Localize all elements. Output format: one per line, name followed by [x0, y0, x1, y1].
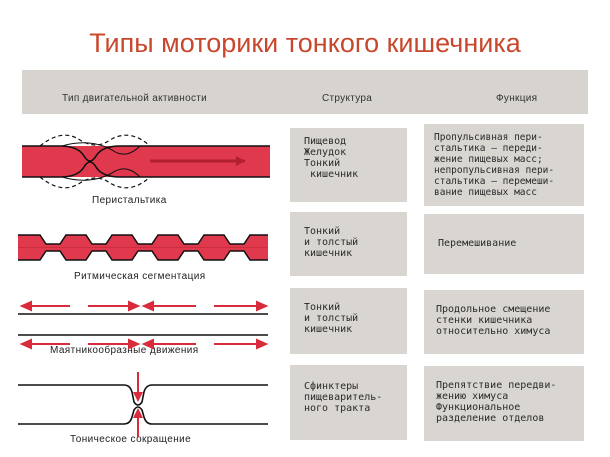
function-box-pendular: Продольное смещение стенки кишечника отн… [424, 290, 584, 354]
structure-box-peristalsis: Пищевод Желудок Тонкий кишечник [290, 128, 407, 202]
function-box-segmentation: Перемешивание [424, 214, 584, 274]
page-title: Типы моторики тонкого кишечника [89, 28, 521, 58]
table-header-band [22, 70, 588, 114]
structure-box-pendular: Тонкий и толстый кишечник [290, 288, 407, 354]
pendular-diagram [18, 300, 269, 350]
label-segmentation: Ритмическая сегментация [74, 271, 206, 282]
function-box-peristalsis: Пропульсивная пери- стальтика — переди- … [424, 124, 584, 206]
header-structure: Структура [322, 93, 373, 104]
structure-box-tonic: Сфинктеры пищеваритель- ного тракта [290, 365, 407, 440]
peristalsis-diagram [22, 134, 270, 189]
label-peristalsis: Перистальтика [92, 195, 167, 206]
function-box-tonic: Препятствие передви- жению химуса Функци… [424, 366, 584, 441]
header-type: Тип двигательной активности [62, 93, 208, 104]
label-tonic: Тоническое сокращение [70, 434, 192, 445]
tonic-diagram [18, 372, 268, 437]
label-pendular: Маятникообразные движения [50, 345, 199, 356]
structure-box-segmentation: Тонкий и толстый кишечник [290, 212, 407, 276]
header-function: Функция [496, 93, 538, 104]
segmentation-diagram [18, 234, 268, 261]
